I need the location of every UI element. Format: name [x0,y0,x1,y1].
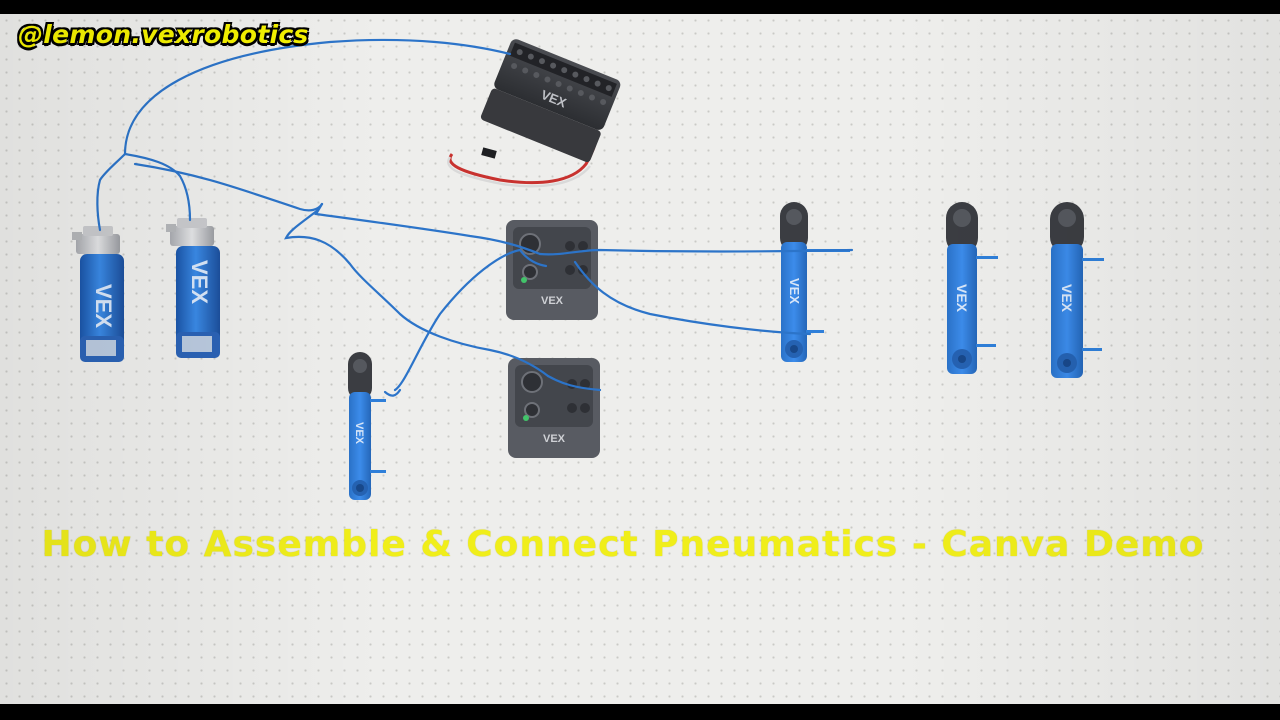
svg-text:VEX: VEX [353,422,365,445]
svg-text:VEX: VEX [787,278,802,304]
tank-vex-logo: VEX [187,260,212,304]
solenoid-valve-top[interactable]: VEX [506,220,598,320]
creator-handle: @lemon.vexrobotics [18,20,309,49]
canva-dotted-canvas: VEX VEX [0,14,1280,704]
svg-text:VEX: VEX [954,284,970,313]
svg-text:VEX: VEX [541,295,564,307]
tank-vex-logo: VEX [91,284,116,328]
video-caption: How to Assemble & Connect Pneumatics - C… [41,524,1205,565]
air-tank-left[interactable]: VEX [72,226,124,362]
air-tank-right[interactable]: VEX [166,218,220,358]
pneumatics-diagram: VEX VEX [18,20,1205,565]
pneumatic-cylinder-2[interactable]: VEX [946,202,998,374]
svg-text:VEX: VEX [1059,284,1075,313]
pneumatic-cylinder-left[interactable]: VEX [348,352,386,500]
solenoid-valve-bottom[interactable]: VEX [508,358,600,458]
air-compressor[interactable]: VEX [447,37,622,188]
svg-text:VEX: VEX [543,433,566,445]
pneumatic-cylinder-3[interactable]: VEX [1050,202,1104,378]
pneumatic-tubing [96,38,854,397]
